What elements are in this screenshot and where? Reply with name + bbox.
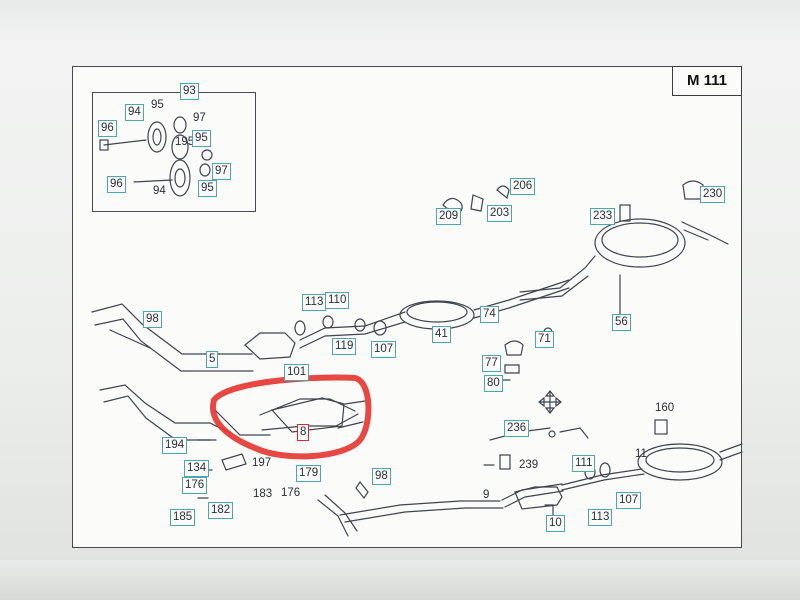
part-label-97: 97 [193, 112, 206, 124]
part-label-95: 95 [198, 180, 217, 197]
part-label-119: 119 [332, 338, 357, 355]
part-label-230: 230 [700, 186, 726, 203]
part-label-94: 94 [153, 185, 166, 197]
part-label-107: 107 [371, 341, 397, 358]
part-label-160: 160 [655, 402, 675, 414]
part-label-182: 182 [208, 502, 234, 519]
part-label-203: 203 [487, 205, 513, 222]
engine-model-label: M 111 [672, 66, 742, 96]
part-label-96: 96 [107, 176, 126, 193]
part-label-5: 5 [206, 351, 219, 368]
part-label-183: 183 [253, 488, 273, 500]
hanger-detail-inset [92, 92, 256, 212]
monitor-bezel-bottom [0, 560, 800, 600]
part-label-233: 233 [590, 208, 616, 225]
part-label-93: 93 [180, 83, 199, 100]
part-label-236: 236 [504, 420, 530, 437]
part-label-107: 107 [616, 492, 642, 509]
part-label-94: 94 [125, 104, 144, 121]
part-label-11: 11 [635, 448, 647, 460]
part-label-77: 77 [482, 355, 501, 372]
part-label-206: 206 [510, 178, 536, 195]
part-label-113: 113 [588, 509, 613, 526]
part-label-209: 209 [436, 208, 462, 225]
part-label-71: 71 [535, 331, 554, 348]
part-label-176: 176 [182, 477, 208, 494]
upper-exhaust-line [91, 218, 729, 381]
part-label-95: 95 [192, 130, 211, 147]
part-label-134: 134 [184, 460, 210, 477]
part-label-8: 8 [297, 424, 310, 441]
direction-arrows [538, 390, 562, 414]
rear-hangers [442, 180, 704, 222]
monitor-bezel-top [0, 0, 800, 40]
part-label-95: 95 [151, 99, 164, 111]
part-label-10: 10 [546, 515, 565, 532]
part-label-179: 179 [296, 465, 322, 482]
part-label-56: 56 [612, 314, 631, 331]
part-label-113: 113 [302, 294, 327, 311]
inset-hanger-parts [99, 116, 213, 197]
part-label-101: 101 [284, 364, 310, 381]
part-label-185: 185 [170, 509, 196, 526]
part-label-239: 239 [519, 459, 539, 471]
highlight-circle [210, 374, 372, 460]
part-label-110: 110 [325, 292, 350, 309]
part-label-96: 96 [98, 120, 117, 137]
part-label-74: 74 [480, 306, 499, 323]
part-label-41: 41 [432, 326, 451, 343]
part-label-194: 194 [162, 437, 188, 454]
part-label-195: 195 [175, 136, 195, 148]
part-label-98: 98 [143, 311, 162, 328]
part-label-9: 9 [483, 489, 490, 501]
part-label-98: 98 [372, 468, 391, 485]
part-label-80: 80 [484, 375, 503, 392]
part-label-97: 97 [212, 163, 231, 180]
part-label-176: 176 [281, 487, 301, 499]
part-label-197: 197 [252, 457, 272, 469]
part-label-111: 111 [572, 455, 596, 472]
